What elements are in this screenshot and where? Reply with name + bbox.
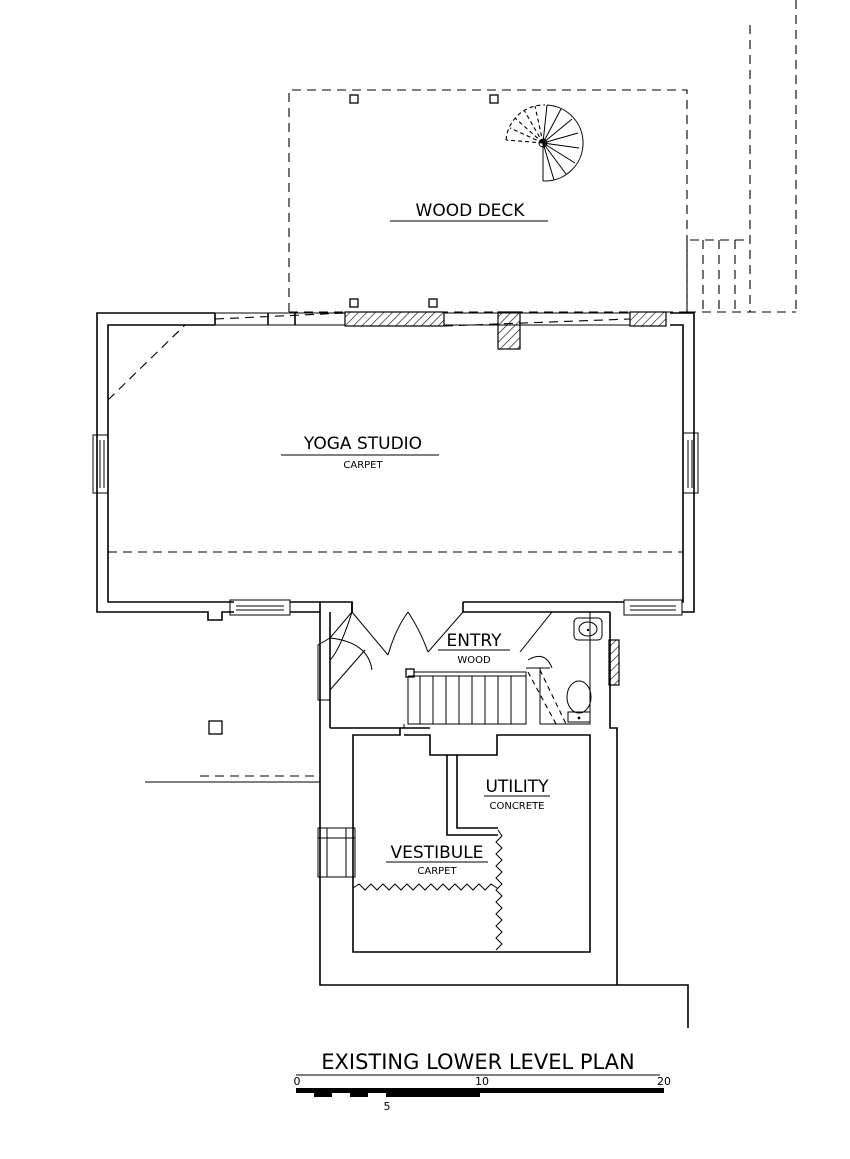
scale-tick-0: 0 <box>294 1075 301 1088</box>
room-name: WOOD DECK <box>416 201 526 221</box>
plan-title-block: EXISTING LOWER LEVEL PLAN <box>296 1050 660 1076</box>
room-label-vestibule: VESTIBULE CARPET <box>386 843 488 877</box>
room-finish: CONCRETE <box>489 801 544 812</box>
room-label-yoga-studio: YOGA STUDIO CARPET <box>281 434 439 471</box>
room-label-entry: ENTRY WOOD <box>438 631 510 666</box>
lower-area-walls <box>145 611 689 1028</box>
graphic-scale-bar: 0 5 10 20 <box>294 1075 672 1113</box>
room-name: VESTIBULE <box>391 843 484 863</box>
room-label-utility: UTILITY CONCRETE <box>484 777 550 812</box>
plan-title: EXISTING LOWER LEVEL PLAN <box>321 1050 635 1074</box>
room-name: UTILITY <box>485 777 549 797</box>
scale-tick-20: 20 <box>657 1075 671 1088</box>
exterior-stair-outline <box>686 0 797 313</box>
room-name: ENTRY <box>447 631 503 651</box>
room-finish: WOOD <box>457 655 491 666</box>
room-name: YOGA STUDIO <box>303 434 422 454</box>
scale-tick-5: 5 <box>384 1100 391 1113</box>
scale-tick-10: 10 <box>475 1075 489 1088</box>
yoga-studio-walls <box>92 311 699 621</box>
room-label-wood-deck: WOOD DECK <box>390 201 548 222</box>
spiral-stair-symbol <box>505 104 584 182</box>
room-finish: CARPET <box>417 866 457 877</box>
room-finish: CARPET <box>343 460 383 471</box>
